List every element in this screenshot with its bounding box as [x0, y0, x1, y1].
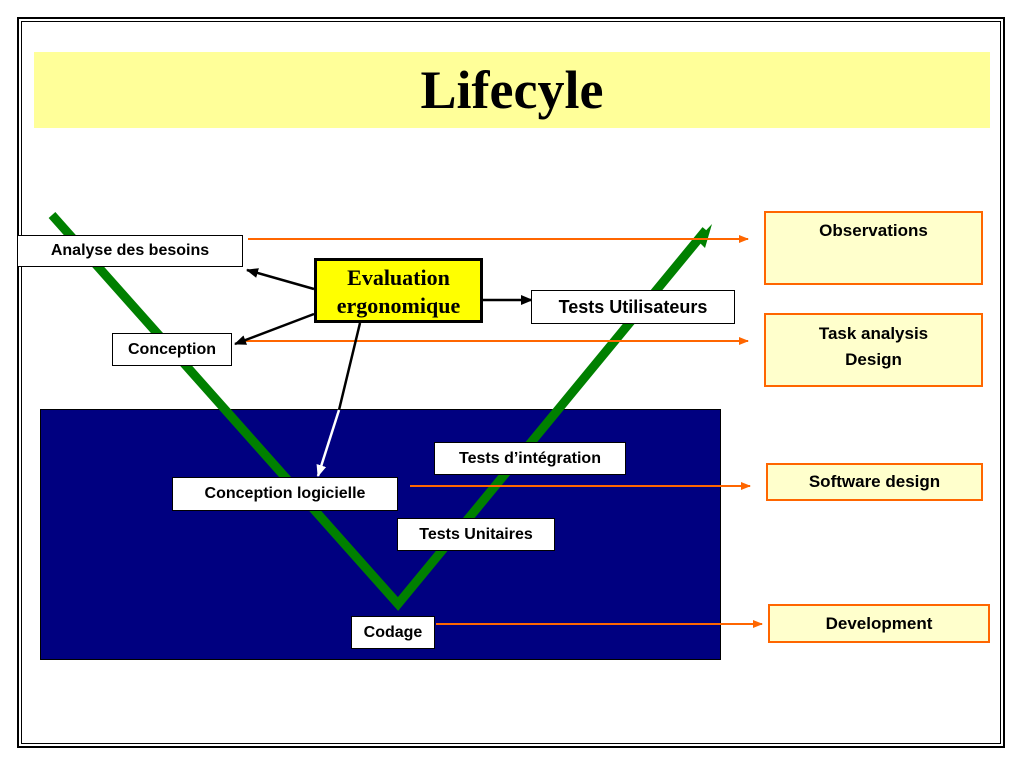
outcome-observations-label: Observations	[819, 221, 928, 240]
phase-tests-utilisateurs: Tests Utilisateurs	[531, 290, 735, 324]
arrow-evaluation-analyse	[246, 268, 315, 291]
outcome-development: Development	[768, 604, 990, 643]
arrow-evaluation-logicielle-lower	[316, 409, 341, 477]
phase-tests-unitaires: Tests Unitaires	[397, 518, 555, 551]
outcome-design-label: Design	[845, 350, 902, 369]
outcome-software-design-label: Software design	[808, 472, 941, 491]
phase-codage: Codage	[351, 616, 435, 649]
evaluation-line-1: Evaluation	[347, 265, 450, 290]
slide-outer-border	[17, 17, 1005, 748]
evaluation-ergonomique-box: Evaluation ergonomique	[314, 258, 483, 323]
phase-tests-integration: Tests d’intégration	[434, 442, 626, 475]
arrow-evaluation-conception	[234, 312, 315, 346]
outcome-development-label: Development	[825, 614, 933, 633]
slide-title: Lifecyle	[420, 60, 604, 120]
slide-inner-border	[21, 21, 1001, 744]
arrow-evaluation-logicielle-upper	[337, 322, 362, 411]
phase-conception: Conception	[112, 333, 232, 366]
v-cycle-arrowhead-icon	[697, 224, 712, 248]
outcome-task-analysis-design: Task analysis Design	[764, 313, 983, 387]
phase-conception-logicielle: Conception logicielle	[172, 477, 398, 511]
outcome-observations: Observations	[764, 211, 983, 285]
phase-analyse-des-besoins: Analyse des besoins	[17, 235, 243, 267]
outcome-task-analysis-label: Task analysis	[818, 324, 929, 343]
evaluation-line-2: ergonomique	[336, 293, 461, 318]
outcome-software-design: Software design	[766, 463, 983, 501]
title-band	[34, 52, 990, 128]
